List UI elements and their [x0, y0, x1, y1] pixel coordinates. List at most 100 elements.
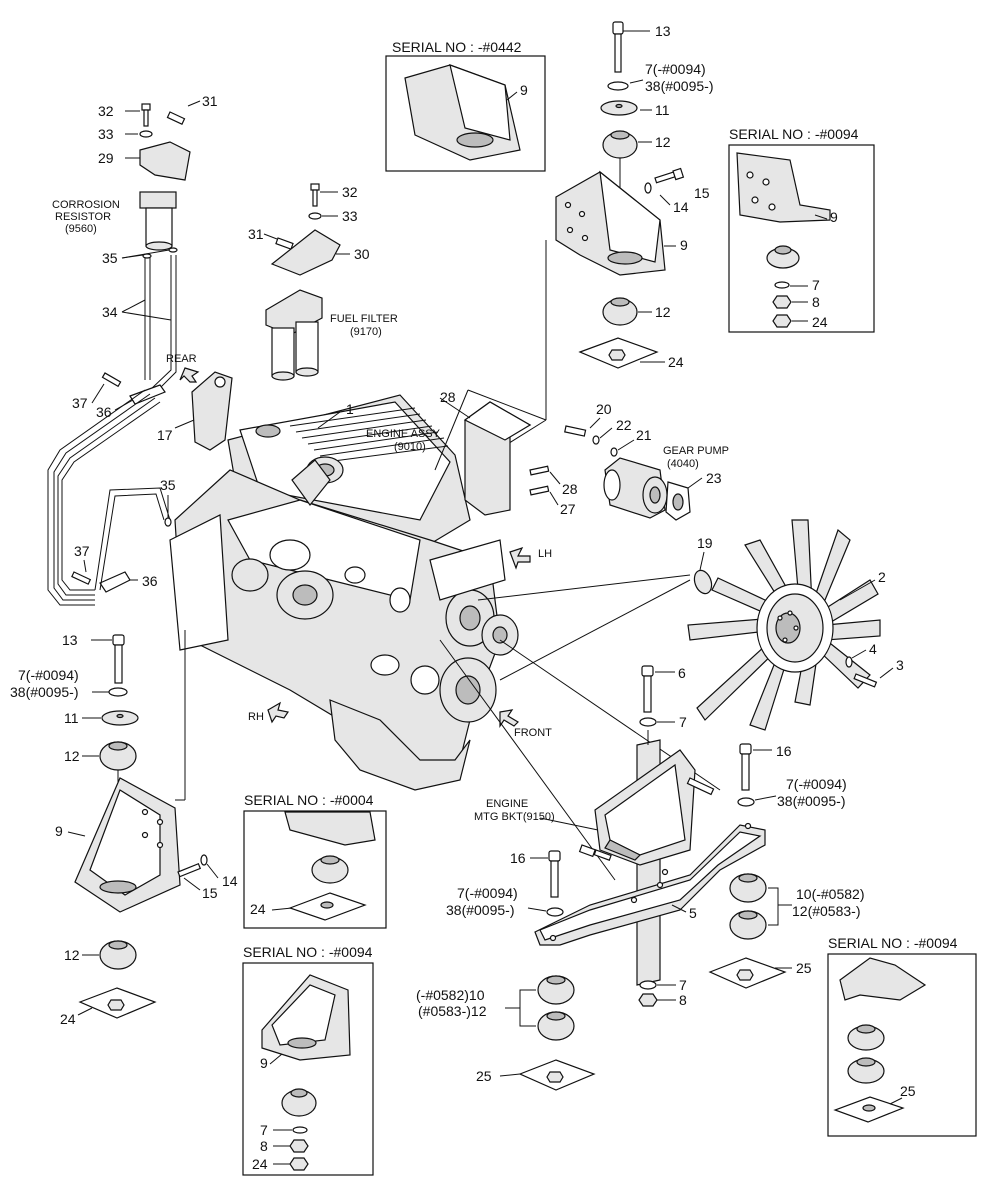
arrow-icon [179, 367, 200, 383]
callout: 14 [673, 199, 689, 215]
callout: (-#0582)10 [416, 987, 485, 1003]
gear-pump-group: 20 22 21 GEAR PUMP (4040) 23 [564, 401, 729, 521]
callout: 25 [796, 960, 812, 976]
callout: 9 [55, 823, 63, 839]
callout: 9 [680, 237, 688, 253]
callout: 33 [342, 208, 358, 224]
fan-group: 19 2 4 3 [687, 519, 904, 731]
callout: 24 [812, 314, 828, 330]
callout: 7 [260, 1122, 268, 1138]
serial-label: SERIAL NO : -#0004 [244, 792, 374, 808]
callout: 38(#0095-) [10, 684, 79, 700]
callout: 27 [560, 501, 576, 517]
callout: 24 [668, 354, 684, 370]
callout: 31 [202, 93, 218, 109]
callout: 11 [655, 102, 670, 118]
callout: 9 [830, 209, 838, 225]
callout: 24 [250, 901, 266, 917]
callout: 7(-#0094) [645, 61, 706, 77]
callout: 4 [869, 641, 877, 657]
fuel-filter-group: 32 33 31 30 FUEL FILTER (9170) [248, 183, 398, 381]
corrosion-resistor-group: 32 31 33 29 CORROSION RESISTOR (9560) 35… [47, 93, 218, 606]
callout: 20 [596, 401, 612, 417]
callout: 24 [60, 1011, 76, 1027]
serial-box-0004: SERIAL NO : -#0004 24 [243, 792, 387, 929]
callout: 28 [562, 481, 578, 497]
callout: (#0583-)12 [418, 1003, 487, 1019]
callout: 22 [616, 417, 632, 433]
callout: 23 [706, 470, 722, 486]
callout: 14 [222, 873, 238, 889]
corrosion-resistor-label: (9560) [65, 223, 97, 235]
callout: 13 [655, 23, 671, 39]
callout: 2 [878, 569, 886, 585]
serial-label: SERIAL NO : -#0094 [828, 935, 958, 951]
callout: 29 [98, 150, 114, 166]
callout: 38(#0095-) [446, 902, 515, 918]
callout: 34 [102, 304, 118, 320]
callout: 12 [655, 304, 671, 320]
engine-assy-label: (9010) [394, 441, 426, 453]
callout: 25 [900, 1083, 916, 1099]
callout: 12 [655, 134, 671, 150]
engine-assembly: 17 1 ENGINE ASSY (9010) [157, 371, 721, 881]
callout: 37 [72, 395, 88, 411]
callout: 15 [202, 885, 218, 901]
engine-mtg-label: MTG BKT(9150) [474, 811, 555, 823]
callout: 7 [679, 714, 687, 730]
arrow-icon [499, 709, 519, 728]
rh-label: RH [248, 711, 264, 723]
callout: 9 [520, 82, 528, 98]
callout: 8 [260, 1138, 268, 1154]
callout: 36 [142, 573, 158, 589]
engine-mtg-label: ENGINE [486, 798, 528, 810]
callout: 35 [160, 477, 176, 493]
callout: 32 [98, 103, 114, 119]
callout: 5 [689, 905, 697, 921]
callout: 11 [64, 710, 79, 726]
callout: 38(#0095-) [777, 793, 846, 809]
corrosion-resistor-label: RESISTOR [55, 211, 111, 223]
gear-pump-label: GEAR PUMP [663, 445, 729, 457]
callout: 35 [102, 250, 118, 266]
serial-label: SERIAL NO : -#0094 [243, 944, 373, 960]
callout: 33 [98, 126, 114, 142]
callout: 30 [354, 246, 370, 262]
callout: 38(#0095-) [645, 78, 714, 94]
serial-label: SERIAL NO : -#0094 [729, 126, 859, 142]
callout: 7 [679, 977, 687, 993]
callout: 7(-#0094) [786, 776, 847, 792]
callout: 25 [476, 1068, 492, 1084]
callout: 1 [346, 401, 354, 417]
callout: 6 [678, 665, 686, 681]
corrosion-resistor-label: CORROSION [52, 199, 120, 211]
left-mount-stack: 13 7(-#0094) 38(#0095-) 11 12 9 14 15 12 [10, 477, 238, 1027]
callout: 24 [252, 1156, 268, 1172]
callout: 3 [896, 657, 904, 673]
rear-label: REAR [166, 353, 197, 365]
fuel-filter-label: FUEL FILTER [330, 313, 398, 325]
fuel-filter-label: (9170) [350, 326, 382, 338]
gear-pump-label: (4040) [667, 458, 699, 470]
lh-label: LH [538, 548, 552, 560]
arrow-icon [509, 546, 531, 570]
callout: 12 [64, 748, 80, 764]
callout: 32 [342, 184, 358, 200]
callout: 12(#0583-) [792, 903, 861, 919]
callout: 31 [248, 226, 264, 242]
callout: 7(-#0094) [457, 885, 518, 901]
front-label: FRONT [514, 727, 552, 739]
engine-assy-label: ENGINE ASSY [366, 428, 441, 440]
callout: 15 [694, 185, 710, 201]
callout: 10(-#0582) [796, 886, 865, 902]
direction-indicators: REAR LH RH FRONT [166, 353, 552, 739]
callout: 28 [440, 389, 456, 405]
callout: 8 [812, 294, 820, 310]
top-mount-stack: 13 7(-#0094) 38(#0095-) 11 12 9 15 14 12 [489, 21, 714, 456]
engine-mtg-bracket-group: 6 7 ENGINE MTG BKT(9150) 5 16 7(-#0094) … [416, 665, 865, 1091]
serial-box-0442: SERIAL NO : -#0442 9 [385, 39, 546, 172]
serial-box-0094-bottom-right: SERIAL NO : -#0094 25 [827, 935, 977, 1137]
callout: 12 [64, 947, 80, 963]
